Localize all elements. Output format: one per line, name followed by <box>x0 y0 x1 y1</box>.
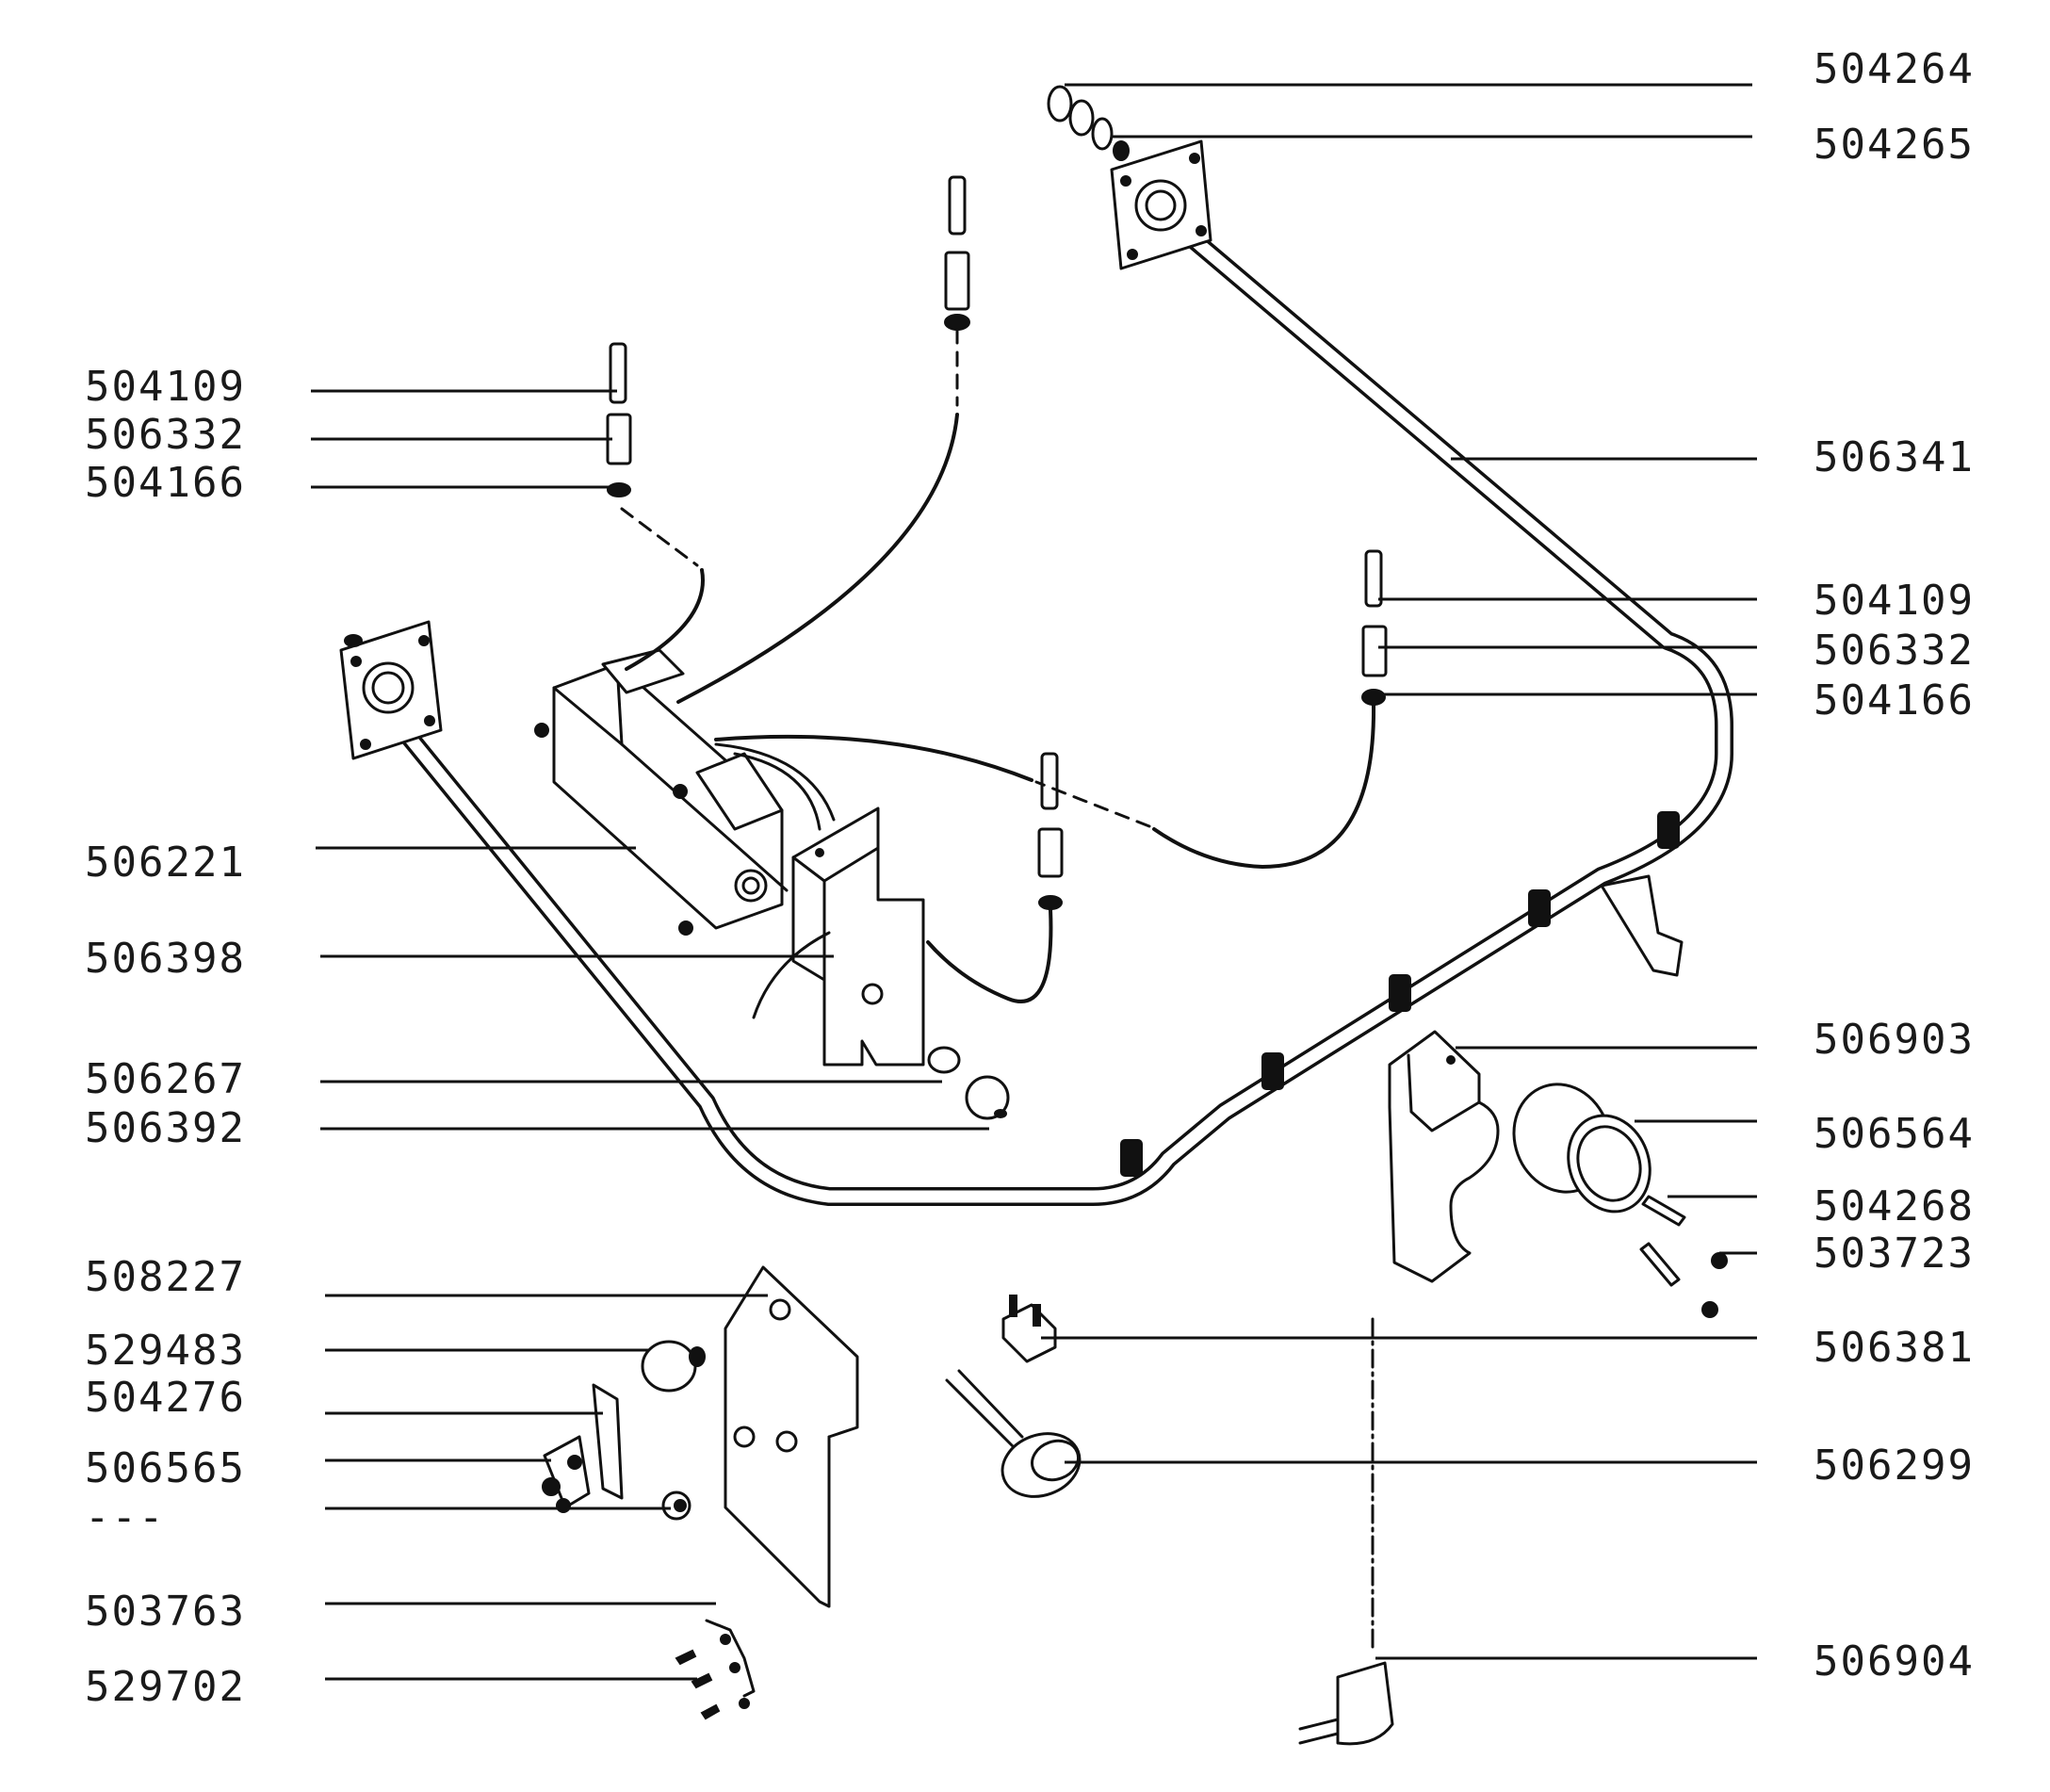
knob-529483 <box>641 1340 706 1393</box>
label-504166-left: 504166 <box>85 459 246 507</box>
bracket-506398 <box>791 806 925 1067</box>
terminal-506381 <box>1001 1295 1057 1363</box>
label-506392: 506392 <box>85 1104 246 1152</box>
label-506565: 506565 <box>85 1444 246 1492</box>
label-504265: 504265 <box>1814 121 1975 169</box>
part-labels-right: 504264 504265 506341 504109 506332 50416… <box>1814 45 1975 1686</box>
thermocouple-left <box>606 342 705 671</box>
label-504166-right: 504166 <box>1814 676 1975 725</box>
thermocouple-middle <box>926 752 1064 1003</box>
label-506267: 506267 <box>85 1055 246 1103</box>
label-dashes: --- <box>85 1493 165 1541</box>
mounting-flange-right <box>1110 139 1212 270</box>
label-506381: 506381 <box>1814 1324 1975 1372</box>
label-506398: 506398 <box>85 935 246 983</box>
tube-support-bracket <box>1600 874 1684 977</box>
label-504268: 504268 <box>1814 1182 1975 1230</box>
pilot-parts-506267-506392 <box>927 1046 1010 1120</box>
bracket-506903 <box>1388 1030 1500 1283</box>
thermocouple-top-center <box>676 175 970 704</box>
label-504276: 504276 <box>85 1374 246 1422</box>
label-504109-right: 504109 <box>1814 577 1975 625</box>
valve-wires <box>714 742 836 1019</box>
label-506332-right: 506332 <box>1814 627 1975 675</box>
pilot-cup-506564 <box>1512 1083 1651 1214</box>
label-503763: 503763 <box>85 1588 246 1636</box>
label-506332-left: 506332 <box>85 411 246 459</box>
label-506221: 506221 <box>85 839 246 887</box>
thermocouple-right <box>714 549 1388 870</box>
label-506903: 506903 <box>1814 1016 1975 1064</box>
label-506564: 506564 <box>1814 1110 1975 1158</box>
screws-503763-529702 <box>675 1619 756 1720</box>
label-529702: 529702 <box>85 1663 246 1711</box>
igniter-506299 <box>945 1369 1082 1498</box>
label-506341: 506341 <box>1814 433 1975 481</box>
label-503723: 503723 <box>1814 1230 1975 1278</box>
nut-washer-504264-504265 <box>1047 85 1130 161</box>
switch-504276-506565 <box>542 1383 624 1513</box>
cable-plug-506904 <box>1298 1317 1394 1746</box>
burner-jets <box>1120 811 1680 1177</box>
label-504109-left: 504109 <box>85 363 246 411</box>
label-506904: 506904 <box>1814 1637 1975 1686</box>
label-504264: 504264 <box>1814 45 1975 93</box>
label-506299: 506299 <box>1814 1442 1975 1490</box>
mounting-flange-left <box>339 620 443 760</box>
leader-lines-right <box>1041 83 1757 1660</box>
gas-valve-506221 <box>534 648 789 936</box>
cover-plate-508227 <box>724 1265 859 1608</box>
leader-lines-left <box>311 389 989 1681</box>
label-508227: 508227 <box>85 1253 246 1301</box>
screws-504268-503723 <box>1639 1195 1728 1318</box>
small-nut <box>661 1491 691 1521</box>
label-529483: 529483 <box>85 1327 246 1375</box>
part-labels-left: 504109 506332 504166 506221 506398 50626… <box>85 363 246 1711</box>
